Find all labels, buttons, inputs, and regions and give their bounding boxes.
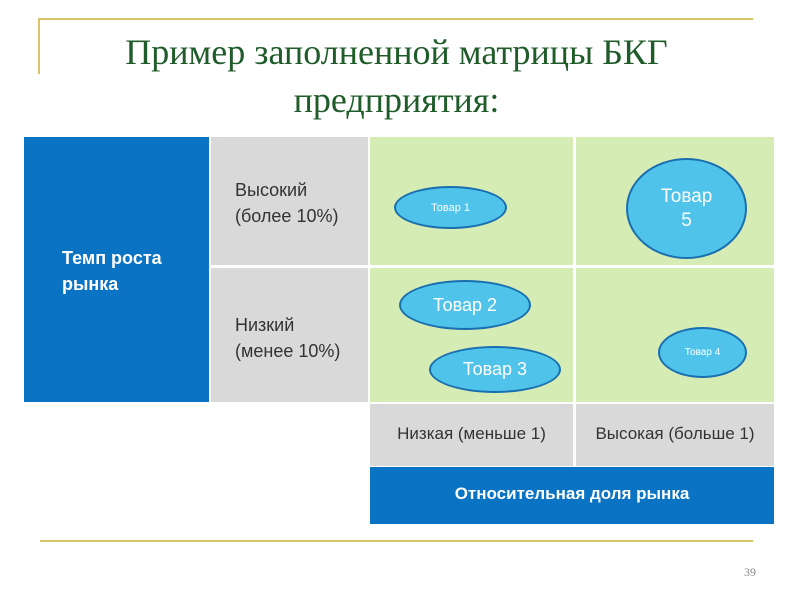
product-bubble-3: Товар 3 xyxy=(429,346,561,393)
row-label-high: Высокий (более 10%) xyxy=(235,180,339,226)
slide-title: Пример заполненной матрицы БКГ предприят… xyxy=(125,32,668,120)
bottom-divider xyxy=(40,540,753,542)
top-divider xyxy=(40,18,753,20)
column-label-high: Высокая (больше 1) xyxy=(595,424,755,443)
column-header-high: Высокая (больше 1) xyxy=(576,404,774,466)
product-bubble-1: Товар 1 xyxy=(394,186,507,229)
x-axis-header: Относительная доля рынка xyxy=(370,467,774,524)
product-bubble-2: Товар 2 xyxy=(399,280,531,330)
product-bubble-4: Товар 4 xyxy=(658,327,747,378)
column-header-low: Низкая (меньше 1) xyxy=(370,404,573,466)
row-header-low: Низкий (менее 10%) xyxy=(211,268,368,402)
row-label-low: Низкий (менее 10%) xyxy=(235,315,341,361)
y-axis-header: Темп роста рынка xyxy=(24,137,209,402)
column-label-low: Низкая (меньше 1) xyxy=(397,424,546,443)
x-axis-label: Относительная доля рынка xyxy=(454,484,690,503)
row-header-high: Высокий (более 10%) xyxy=(211,137,368,265)
page-number: 39 xyxy=(744,565,756,579)
left-divider xyxy=(38,18,40,74)
product-bubble-5: Товар 5 xyxy=(626,158,747,259)
y-axis-label: Темп роста рынка xyxy=(62,248,162,294)
